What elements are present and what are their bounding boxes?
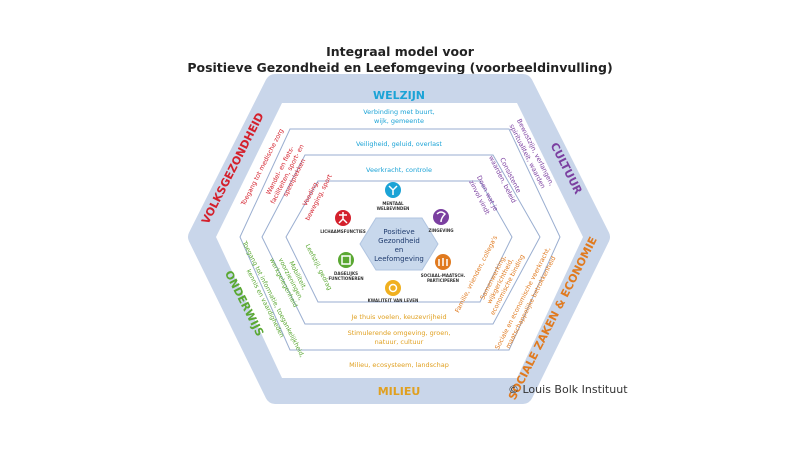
center-hexagon — [359, 217, 439, 271]
ring-text-milieu-2: Stimulerende omgeving, groen, — [348, 329, 451, 337]
ring-2 — [261, 154, 541, 325]
copyright-credit: © Louis Bolk Instituut — [508, 383, 628, 396]
center-text-4: Leefomgeving — [374, 255, 424, 263]
dimension-label-sociaal-2: PARTICIPEREN — [427, 278, 459, 283]
sector-label-welzijn: WELZIJN — [373, 89, 425, 102]
ring-3 — [285, 180, 513, 303]
ring-text-welzijn-2: wijk, gemeente — [374, 117, 424, 125]
center-text-1: Positieve — [383, 228, 414, 236]
ring-text-welzijn-3: Veiligheid, geluid, overlast — [356, 140, 442, 148]
dimension-label-dagelijks-2: FUNCTIONEREN — [328, 276, 363, 281]
center-text-3: en — [395, 246, 404, 254]
dimension-label-mentaal-2: WELBEVINDEN — [377, 206, 410, 211]
center-text-2: Gezondheid — [378, 237, 420, 245]
sector-label-milieu: MILIEU — [378, 385, 421, 398]
ring-text-milieu-1: Je thuis voelen, keuzevrijheid — [350, 313, 446, 321]
kwaliteit-van-leven-icon — [385, 280, 401, 296]
dimension-label-kwaliteit: KWALITEIT VAN LEVEN — [368, 298, 419, 303]
dimension-label-lichaam: LICHAAMSFUNCTIES — [320, 229, 366, 234]
ring-1 — [239, 128, 561, 351]
ring-text-welzijn-1: Verbinding met buurt, — [363, 108, 435, 116]
dagelijks-functioneren-icon — [338, 252, 354, 268]
ring-text-welzijn-4: Veerkracht, controle — [366, 166, 432, 174]
dimension-label-dagelijks-1: DAGELIJKS — [334, 271, 358, 276]
diagram-title-line1: Integraal model voor — [326, 44, 474, 59]
dimension-label-mentaal-1: MENTAAL — [382, 201, 404, 206]
dimension-label-zingeving: ZINGEVING — [429, 228, 454, 233]
dimension-label-sociaal-1: SOCIAAL-MAATSCH. — [421, 273, 466, 278]
ring-text-milieu-4: Milieu, ecosysteem, landschap — [349, 361, 449, 369]
ring-text-milieu-3: natuur, cultuur — [375, 338, 424, 346]
diagram-title-line2: Positieve Gezondheid en Leefomgeving (vo… — [187, 60, 613, 75]
